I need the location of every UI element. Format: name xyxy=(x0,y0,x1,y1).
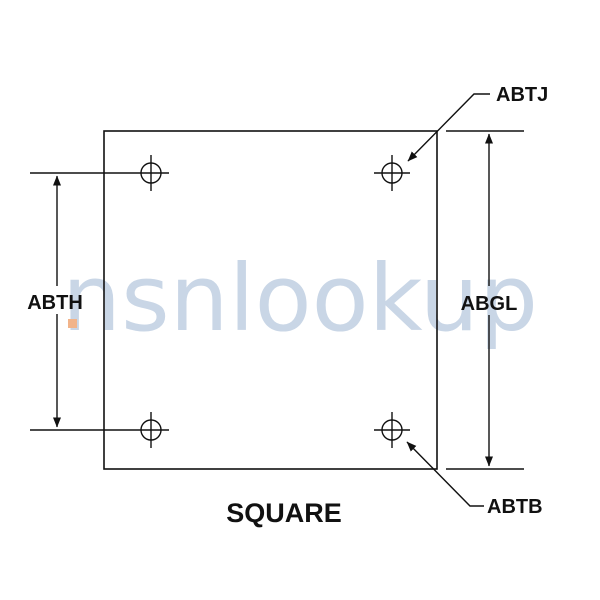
label-bottom-right-hole: ABTB xyxy=(487,496,543,518)
label-hole-spacing: ABTH xyxy=(27,292,83,314)
hole-spacing-dimension xyxy=(30,172,133,431)
hole-bottom-left xyxy=(133,412,169,448)
hole-bottom-right xyxy=(374,412,410,448)
hole-top-left xyxy=(133,155,169,191)
diagram-title: SQUARE xyxy=(226,498,342,528)
hole-top-right xyxy=(374,155,410,191)
watermark: nsnlookup xyxy=(62,245,538,352)
leader-top-right xyxy=(407,93,490,162)
label-top-right-hole: ABTJ xyxy=(496,84,548,106)
overall-length-dimension xyxy=(446,130,524,470)
watermark-text: nsnlookup xyxy=(62,245,538,352)
leader-bottom-right xyxy=(406,441,484,507)
square-plate xyxy=(103,130,438,470)
watermark-dot xyxy=(68,319,77,328)
label-overall-length: ABGL xyxy=(461,293,518,315)
